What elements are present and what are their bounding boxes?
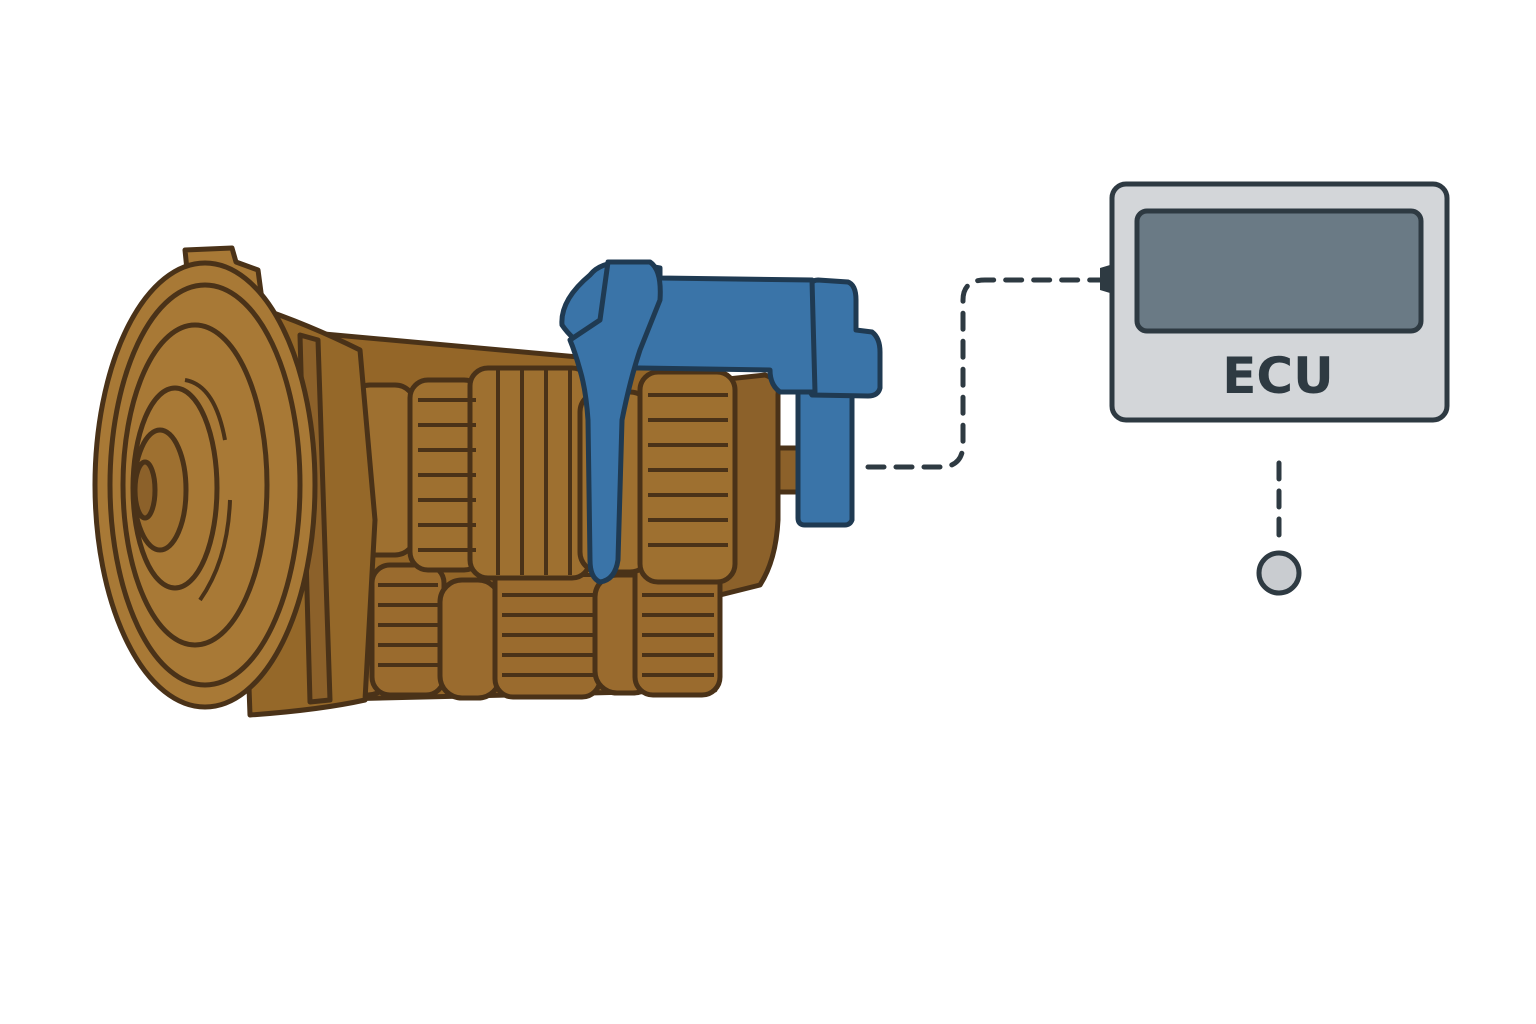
ecu-module-icon: ECU: [1109, 181, 1450, 423]
shift-fork-actuator-icon: [559, 259, 883, 585]
signal-wire: [865, 277, 1103, 470]
wire-connector: [1100, 265, 1110, 293]
shift-fork: [567, 259, 663, 585]
actuator-end-cap: [805, 277, 883, 399]
status-indicator-icon: [1256, 550, 1302, 596]
ecu-label: ECU: [1222, 347, 1333, 405]
ecu-screen: [1134, 208, 1424, 334]
lower-gears: [327, 549, 723, 701]
upper-gear-teeth: [418, 370, 728, 575]
upper-gears: [347, 365, 738, 585]
actuator-leg: [795, 362, 855, 528]
gearbox-icon: [92, 245, 809, 718]
